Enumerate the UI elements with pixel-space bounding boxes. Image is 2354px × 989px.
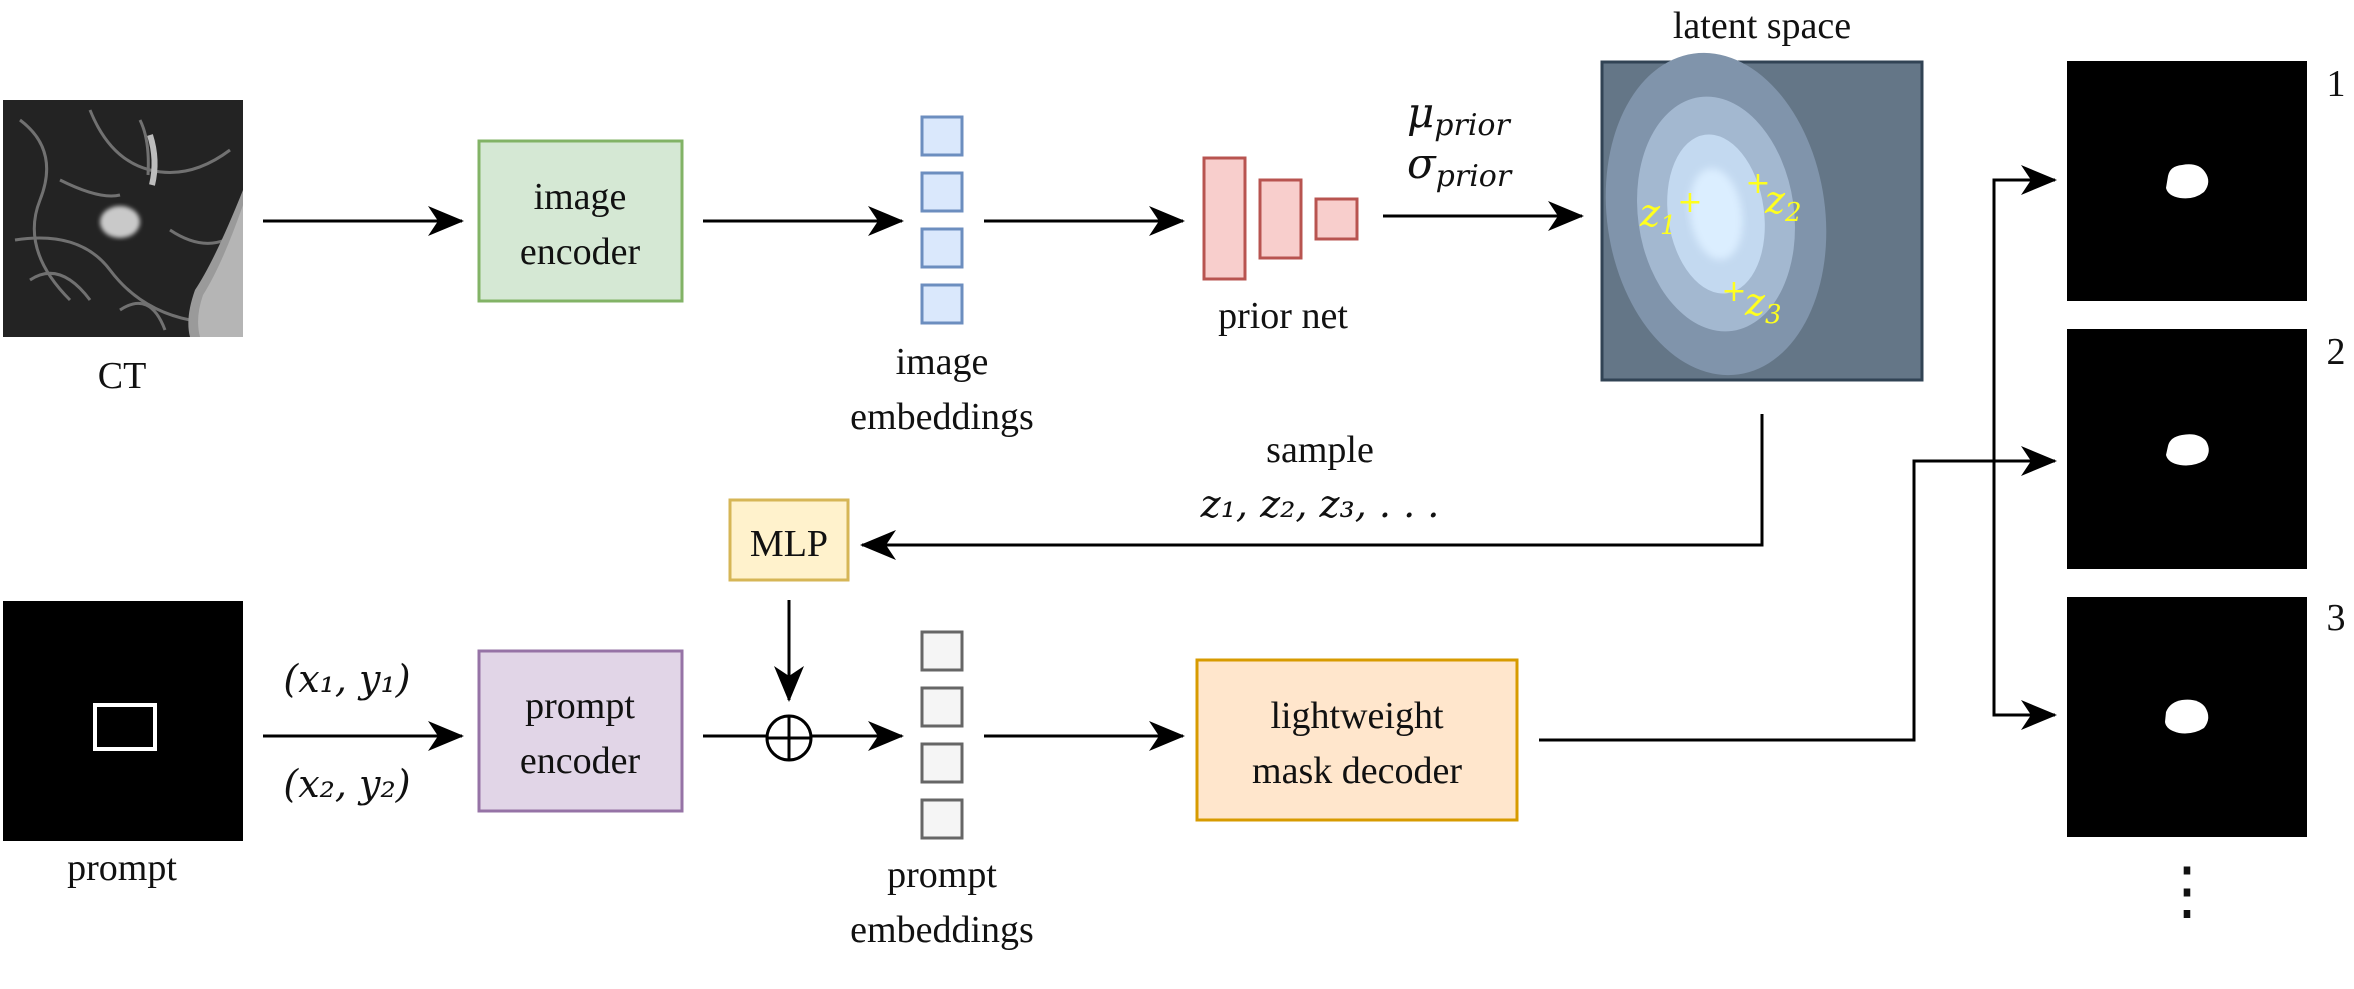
z3-label: z3 <box>1744 280 1782 330</box>
mu-prior-label: μprior <box>1407 88 1511 143</box>
arrow-latent-to-mlp <box>860 414 1764 560</box>
output-mask-3 <box>2067 597 2307 837</box>
output-number-3: 3 <box>2327 597 2346 639</box>
output-mask-2 <box>2067 329 2307 569</box>
prompt-embeddings-line1: prompt <box>887 854 997 896</box>
mlp-label: MLP <box>750 523 828 565</box>
latent-space-title: latent space <box>1673 5 1851 47</box>
output-number-1: 1 <box>2327 63 2346 105</box>
sample-text-line1: sample <box>1266 429 1374 471</box>
image-encoder-line2: encoder <box>520 231 641 273</box>
prompt-embedding-cell <box>920 630 964 672</box>
mlp-block <box>728 498 850 582</box>
arrow-decoder-to-output-2 <box>1539 446 2057 742</box>
latent-sample-markers: + + + <box>1677 166 1770 309</box>
sigma-prior-label: σprior <box>1407 139 1513 194</box>
prompt-embedding-cell <box>920 742 964 784</box>
latent-space-panel <box>1600 52 1924 382</box>
prompt-embeddings-line2: embeddings <box>850 909 1034 951</box>
arrow-decoder-to-output-1 <box>1992 165 2057 715</box>
ct-label: CT <box>98 355 147 397</box>
image-embedding-cell <box>920 283 964 325</box>
image-embedding-cell <box>920 115 964 157</box>
output-number-2: 2 <box>2327 331 2346 373</box>
prior-net-label: prior net <box>1218 295 1348 337</box>
prior-net-block <box>1202 156 1359 281</box>
z1-label: z1 <box>1639 191 1677 241</box>
plus-marker-2: + <box>1745 166 1770 201</box>
prompt-label: prompt <box>67 847 177 889</box>
mask-decoder-block <box>1195 658 1519 822</box>
coord-bottom: (x₂, y₂) <box>283 762 410 806</box>
plus-marker-1: + <box>1677 185 1702 220</box>
ct-image <box>3 100 243 337</box>
arrow-decoder-to-output-3 <box>1992 180 2057 730</box>
prompt-encoder-block <box>477 649 684 813</box>
image-encoder-line1: image <box>534 176 627 218</box>
output-mask-1 <box>2067 61 2307 301</box>
prompt-image <box>3 601 243 841</box>
coord-top: (x₁, y₁) <box>283 657 410 701</box>
image-embeddings-line1: image <box>896 341 989 383</box>
prompt-embedding-cell <box>920 798 964 840</box>
image-embeddings-line2: embeddings <box>850 396 1034 438</box>
prompt-embedding-cell <box>920 686 964 728</box>
output-more-ellipsis: ⋮ <box>2155 855 2219 926</box>
z2-label: z2 <box>1764 178 1802 228</box>
plus-marker-3: + <box>1721 274 1746 309</box>
sample-text-line2: z₁, z₂, z₃, . . . <box>1200 482 1440 526</box>
mask-decoder-line1: lightweight <box>1270 695 1444 737</box>
prompt-encoder-line1: prompt <box>525 685 635 727</box>
image-embeddings-stack <box>920 115 964 325</box>
image-encoder-block <box>477 139 684 303</box>
prompt-encoder-line2: encoder <box>520 740 641 782</box>
combine-oplus-icon <box>765 714 813 762</box>
image-embedding-cell <box>920 227 964 269</box>
mask-decoder-line2: mask decoder <box>1252 750 1462 792</box>
prompt-embeddings-stack <box>920 630 964 840</box>
image-embedding-cell <box>920 171 964 213</box>
